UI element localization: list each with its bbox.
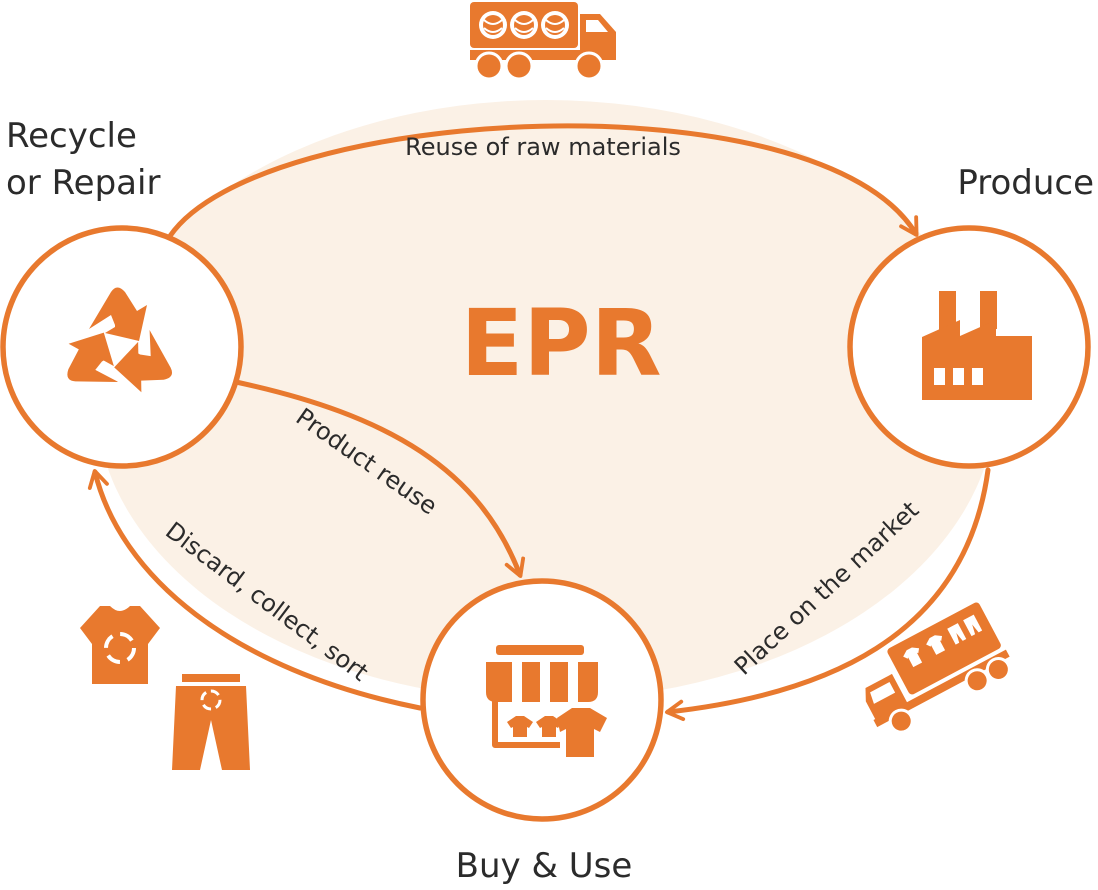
recycle-icon (53, 287, 186, 403)
yarn-truck-icon (470, 2, 616, 81)
arrow-discard-collect-sort (87, 469, 423, 711)
arrow-place-on-market (664, 467, 991, 722)
node-label-recycle-line1: Recycle (6, 116, 137, 156)
arrow-reuse-raw-materials (167, 123, 919, 239)
cycle-ellipse (96, 100, 996, 700)
shop-icon (486, 645, 607, 757)
tshirt-icon (80, 606, 160, 684)
node-recycle (0, 225, 244, 469)
clothing-truck-icon (865, 602, 1011, 734)
edge-label-reuse-raw-materials: Reuse of raw materials (405, 133, 681, 161)
node-label-recycle-line2: or Repair (6, 163, 160, 203)
arrow-product-reuse (233, 379, 526, 578)
factory-icon (922, 291, 1032, 400)
trousers-icon (172, 674, 250, 770)
node-label-buy-use: Buy & Use (456, 846, 633, 886)
node-label-produce: Produce (957, 163, 1094, 203)
center-label: EPR (460, 290, 661, 397)
